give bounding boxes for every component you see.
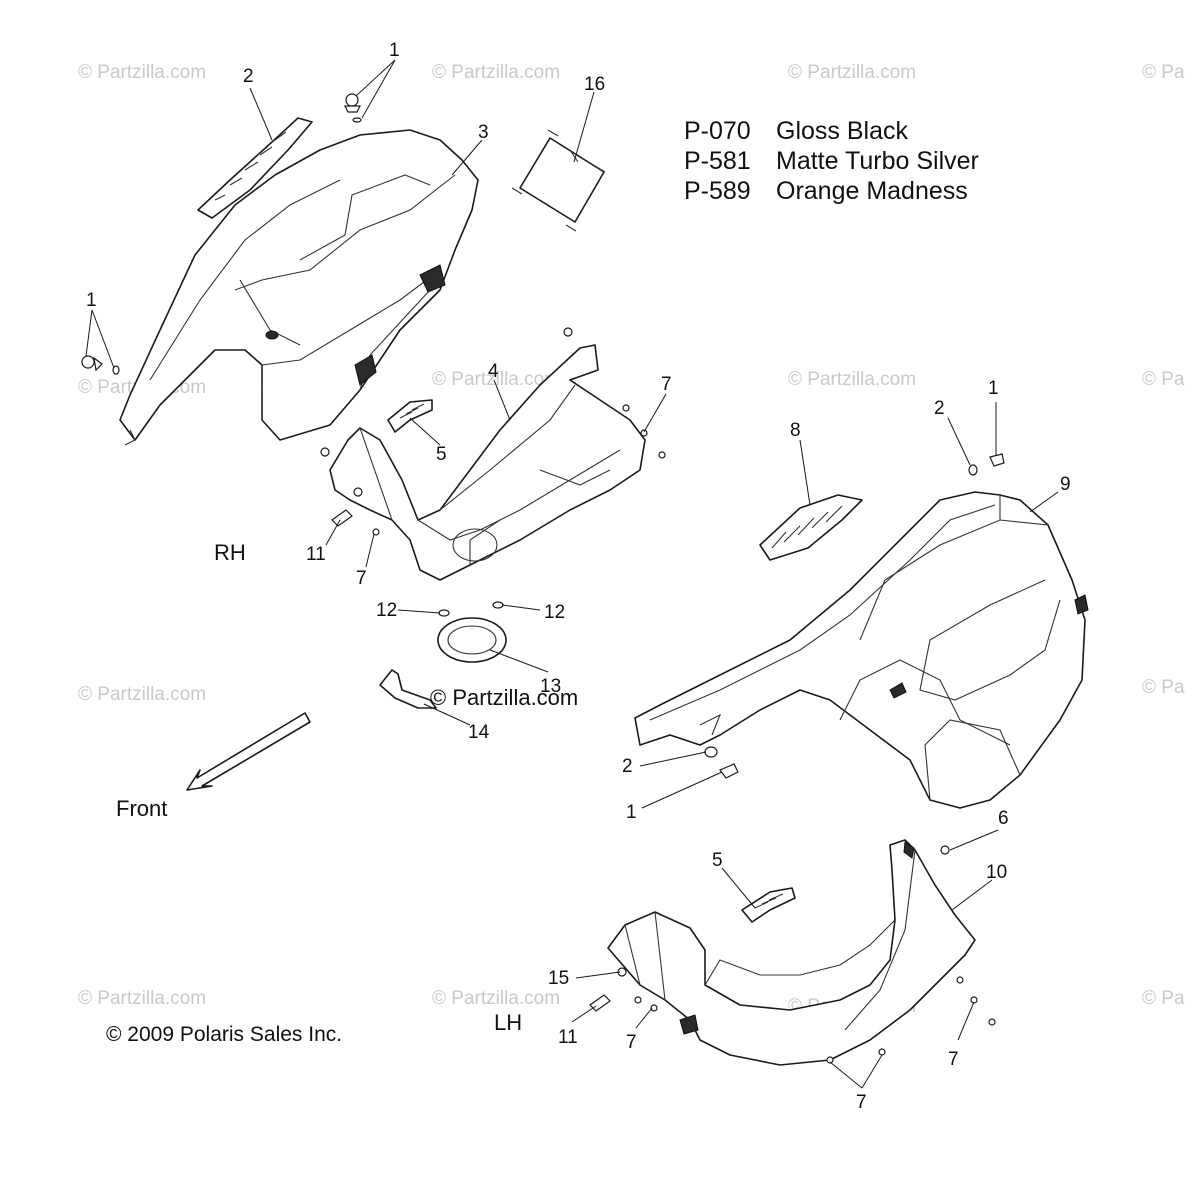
front-label: Front [116,796,167,821]
footrest-lh [741,887,796,923]
watermark: © Pa [1142,677,1185,698]
lh-label: LH [494,1010,522,1035]
watermark: © Partzilla.com [432,62,560,83]
lh-vent [759,494,863,561]
watermark: © Pa [1142,988,1185,1009]
leader-lines [85,59,1059,1089]
rh-side-panel [119,129,479,446]
front-inner-panel [329,327,646,581]
callout-label: 1 [86,290,97,311]
callout-label: 3 [478,122,489,143]
callout-label: 15 [548,968,569,989]
callout-label: 16 [584,74,605,95]
watermark: © Pa [1142,369,1185,390]
callout-label: 2 [243,66,254,87]
copyright-notice: © 2009 Polaris Sales Inc. [106,1023,342,1046]
legend-code: P-581 [684,147,751,175]
callout-label: 5 [436,444,447,465]
callout-label: 1 [988,378,999,399]
fastener-icon [81,355,95,369]
decal-sheet [511,129,606,232]
callout-label: 2 [622,756,633,777]
hardware-lh [704,453,1005,779]
rh-label: RH [214,540,246,565]
watermark: © Partzilla.com [78,684,206,705]
callout-label: 7 [948,1049,959,1070]
hardware-small [320,404,666,536]
callout-label: 11 [558,1027,578,1048]
callout-label: 12 [376,600,397,621]
watermark: © Partzilla.com [78,988,206,1009]
callout-label: 1 [626,802,637,823]
callout-label: 11 [306,544,326,565]
callout-label: 7 [856,1092,867,1113]
lh-side-panel [634,491,1089,809]
watermark: © Partzilla.com [788,62,916,83]
front-arrow [186,712,311,791]
paint-color-legend: P-070 Gloss Black P-581 Matte Turbo Silv… [684,117,979,205]
callout-label: 8 [790,420,801,441]
callout-label: 10 [986,862,1007,883]
callout-label: 6 [998,808,1009,829]
speaker-mount [379,601,507,709]
watermark: © Pa [1142,62,1185,83]
callout-label: 7 [626,1032,637,1053]
watermark: © Partzilla.com [432,988,560,1009]
watermark: © Partzilla.com [78,62,206,83]
center-watermark: © Partzilla.com [430,685,578,710]
callout-label: 12 [544,602,565,623]
fastener-group [81,93,362,375]
callout-label: 5 [712,850,723,871]
watermark: © Partzilla.com [788,369,916,390]
callout-label: 7 [356,568,367,589]
watermark: © Partzilla.com [432,369,560,390]
callout-label: 9 [1060,474,1071,495]
rh-vent [197,117,313,219]
callout-label: 1 [389,40,400,61]
callout-label: 13 [540,676,561,697]
legend-color: Gloss Black [776,117,908,145]
callout-label: 14 [468,722,490,743]
legend-color: Orange Madness [776,177,968,205]
legend-code: P-589 [684,177,751,205]
legend-code: P-070 [684,117,751,145]
callout-label: 4 [488,361,499,382]
legend-color: Matte Turbo Silver [776,147,979,175]
lh-lower-panel [607,839,976,1066]
callout-labels: 1 2 3 16 1 4 7 5 11 7 12 12 13 14 8 2 1 … [86,40,1071,1113]
callout-label: 7 [661,374,672,395]
callout-label: 2 [934,398,945,419]
footrest-rh [387,399,433,433]
